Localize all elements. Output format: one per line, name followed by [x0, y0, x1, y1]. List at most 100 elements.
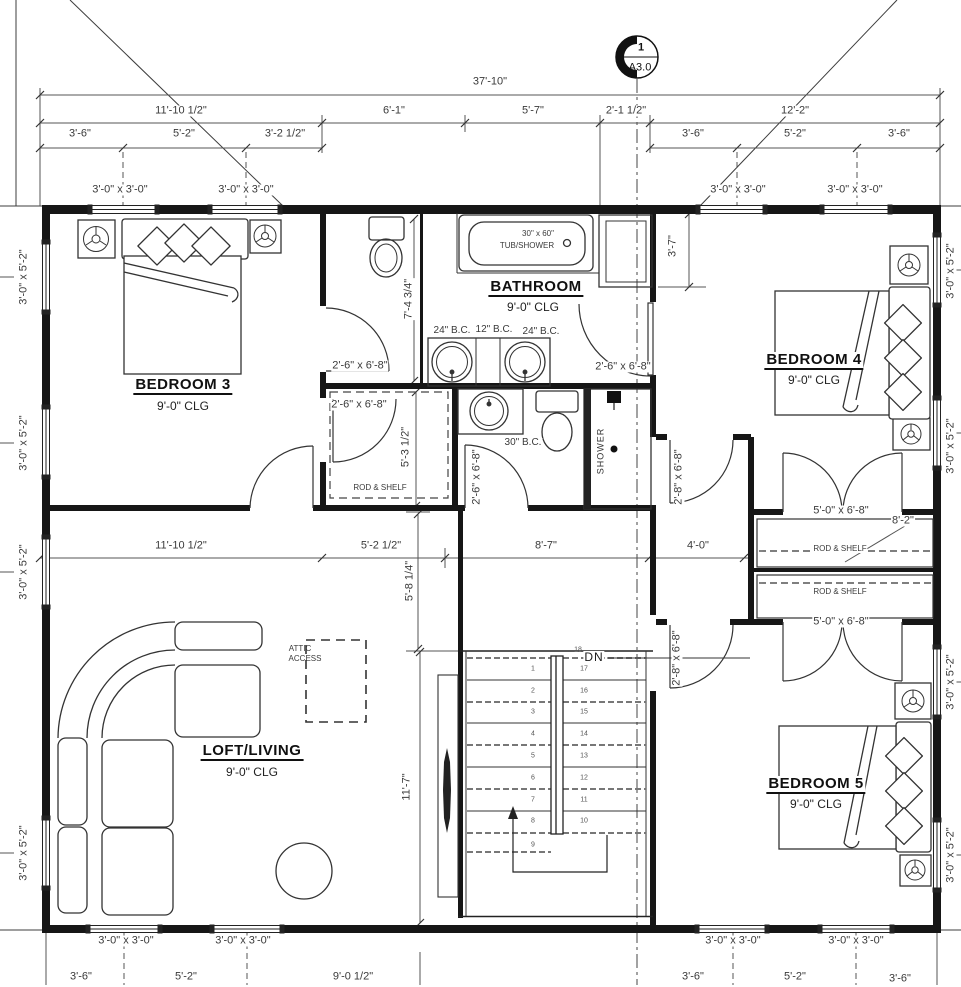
tread-number: 3	[531, 708, 535, 716]
exterior-walls	[42, 205, 941, 933]
tread-number: 14	[580, 730, 588, 738]
dim-overall: 37'-10"	[471, 75, 509, 88]
loft-furniture	[57, 621, 367, 916]
door-tag: 2'-8" x 6'-8"	[672, 448, 685, 506]
room-clg-bathroom: 9'-0" CLG	[506, 300, 560, 314]
tread-number: 12	[580, 774, 588, 782]
stair-rail	[550, 655, 564, 835]
toilet-wc	[368, 216, 405, 278]
tv	[443, 748, 451, 833]
double-doors-closet-top	[782, 452, 903, 513]
tub-size-label: 30" x 60"	[521, 229, 555, 238]
dim-top2-3: 5'-7"	[521, 104, 545, 117]
dim-top3l-2: 5'-2"	[172, 127, 196, 140]
bedroom4-furniture	[774, 245, 931, 451]
window-left-1	[41, 239, 51, 315]
door-tag: 2'-6" x 6'-8"	[594, 360, 652, 373]
tread-number: 15	[580, 708, 588, 716]
window-tag: 3'-0" x 5'-2"	[944, 826, 957, 884]
shower	[583, 388, 652, 510]
lamp	[897, 253, 922, 445]
window-bottom-1	[85, 924, 163, 934]
door-tag: 5'-0" x 6'-8"	[812, 504, 870, 517]
room-title-bedroom4: BEDROOM 4	[764, 351, 864, 370]
tread-number: 10	[580, 817, 588, 825]
double-doors-closet-bottom	[782, 621, 903, 682]
nightstand	[889, 245, 929, 285]
dim-mid-1: 11'-10 1/2"	[154, 539, 208, 552]
vanity	[427, 337, 551, 387]
stairs-dn-label: DN	[583, 650, 605, 664]
tread-number: 7	[531, 796, 535, 804]
rod-shelf-label: ROD & SHELF	[812, 587, 868, 596]
dim-5-8: 5'-8 1/4"	[403, 559, 416, 603]
dim-mid-2: 5'-2 1/2"	[359, 539, 403, 552]
tread-number: 18	[574, 646, 582, 654]
rod-shelf-label: ROD & SHELF	[352, 483, 408, 492]
door-tag: 2'-6" x 6'-8"	[331, 359, 389, 372]
tread-number: 1	[531, 665, 535, 673]
tread-number: 11	[580, 796, 588, 804]
tub-label: TUB/SHOWER	[498, 241, 556, 250]
shower-label: SHOWER	[595, 427, 606, 475]
room-clg-loft: 9'-0" CLG	[225, 765, 279, 779]
tread-number: 13	[580, 752, 588, 760]
window-tag: 3'-0" x 3'-0"	[827, 934, 885, 947]
tread-number: 6	[531, 774, 535, 782]
windows	[41, 204, 942, 934]
bathroom-fixtures	[368, 213, 653, 510]
window-bottom-4	[817, 924, 895, 934]
dim-7-4: 7'-4 3/4"	[402, 277, 415, 321]
window-left-4	[41, 815, 51, 891]
door-tag: 2'-6" x 6'-8"	[330, 398, 388, 411]
dim-botl-1: 3'-6"	[69, 970, 93, 983]
room-clg-bedroom4: 9'-0" CLG	[787, 373, 841, 387]
room-title-bathroom: BATHROOM	[488, 278, 584, 297]
nightstand	[892, 417, 931, 451]
section-marker-number: 1	[637, 41, 645, 54]
dim-top3l-1: 3'-6"	[68, 127, 92, 140]
door-tag: 5'-0" x 6'-8"	[812, 615, 870, 628]
window-tag: 3'-0" x 5'-2"	[944, 653, 957, 711]
dim-3-7: 3'-7"	[666, 234, 679, 258]
tread-number: 9	[531, 841, 535, 849]
stairs	[437, 650, 750, 918]
rod-shelf-label: ROD & SHELF	[812, 544, 868, 553]
window-bottom-2	[209, 924, 285, 934]
dim-mid-4: 4'-0"	[686, 539, 710, 552]
bedroom5-furniture	[778, 682, 932, 887]
lamp	[83, 224, 277, 252]
window-top-4	[819, 204, 893, 215]
tv-niche	[437, 674, 459, 898]
dim-botr-3: 3'-6"	[888, 972, 912, 985]
vanity-label-24b: 24" B.C.	[521, 326, 561, 337]
dim-8-2: 8'-2"	[891, 514, 915, 527]
window-tag: 3'-0" x 3'-0"	[214, 934, 272, 947]
window-tag: 3'-0" x 5'-2"	[944, 242, 957, 300]
dim-botl-2: 5'-2"	[174, 970, 198, 983]
stair-treads-right	[563, 657, 646, 834]
dim-top3r-2: 5'-2"	[783, 127, 807, 140]
dim-botr-1: 3'-6"	[681, 970, 705, 983]
room-clg-bedroom3: 9'-0" CLG	[156, 399, 210, 413]
pillows	[884, 736, 924, 846]
dim-mid-3: 8'-7"	[534, 539, 558, 552]
room-title-bedroom5: BEDROOM 5	[766, 775, 866, 794]
window-tag: 3'-0" x 3'-0"	[97, 934, 155, 947]
tread-number: 2	[531, 687, 535, 695]
dim-top2-1: 11'-10 1/2"	[154, 104, 208, 117]
section-marker	[615, 35, 659, 79]
tread-number: 8	[531, 817, 535, 825]
vanity-label-12: 12" B.C.	[474, 324, 514, 335]
window-right-2	[932, 395, 942, 471]
window-tag: 3'-0" x 3'-0"	[709, 183, 767, 196]
room-clg-bedroom5: 9'-0" CLG	[789, 797, 843, 811]
door-bedroom3	[249, 445, 314, 509]
dim-top3r-3: 3'-6"	[887, 127, 911, 140]
dim-top2-4: 2'-1 1/2"	[604, 104, 648, 117]
dim-top2-2: 6'-1"	[382, 104, 406, 117]
bedroom3-furniture	[77, 218, 282, 375]
dim-top3r-1: 3'-6"	[681, 127, 705, 140]
